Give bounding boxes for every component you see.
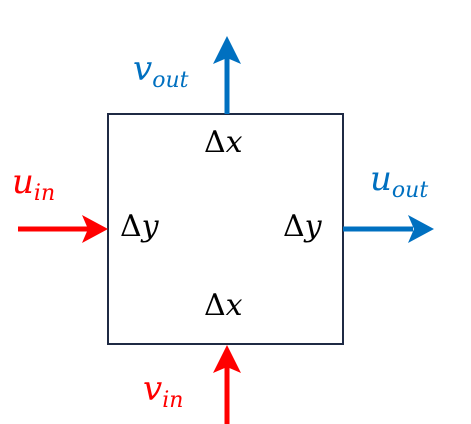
bottom-dimension-label: Δx: [204, 288, 243, 323]
top-dimension-label: Δx: [204, 125, 243, 160]
v-in-label: vin: [143, 369, 183, 413]
v-out-label: vout: [133, 49, 189, 93]
right-dimension-label: Δy: [283, 209, 323, 244]
u-out-label: uout: [370, 159, 428, 203]
left-dimension-label: Δy: [120, 209, 160, 244]
u-out-arrow: [343, 215, 434, 243]
u-in-label: uin: [12, 162, 55, 206]
v-in-arrow: [213, 345, 241, 424]
v-out-arrow: [213, 36, 241, 114]
u-in-arrow: [18, 215, 108, 243]
